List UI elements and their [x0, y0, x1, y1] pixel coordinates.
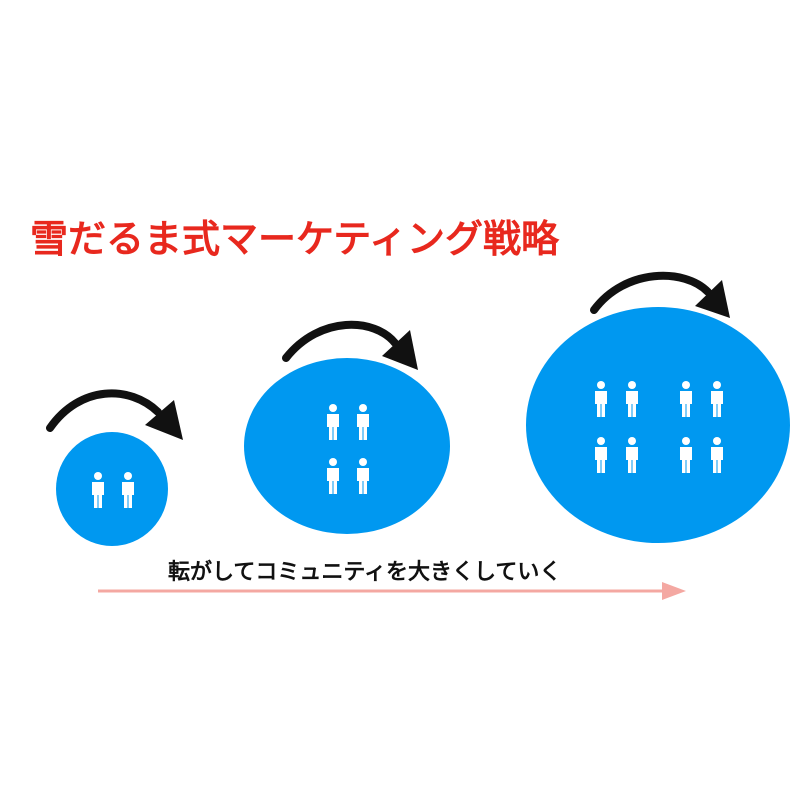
- curved-arrow-icon: [282, 320, 418, 370]
- stage-medium: [244, 320, 450, 534]
- stage-small: [46, 389, 183, 546]
- curved-arrow-icon: [46, 389, 183, 440]
- curved-arrow-icon: [590, 271, 730, 318]
- right-arrow-icon: [98, 582, 686, 600]
- snowball-large: [526, 307, 790, 543]
- growth-caption: 転がしてコミュニティを大きくしていく: [168, 560, 562, 585]
- diagram-title: 雪だるま式マーケティング戦略: [30, 217, 559, 261]
- snowball-medium: [244, 358, 450, 534]
- snowball-small: [56, 432, 168, 546]
- stage-large: [526, 271, 790, 543]
